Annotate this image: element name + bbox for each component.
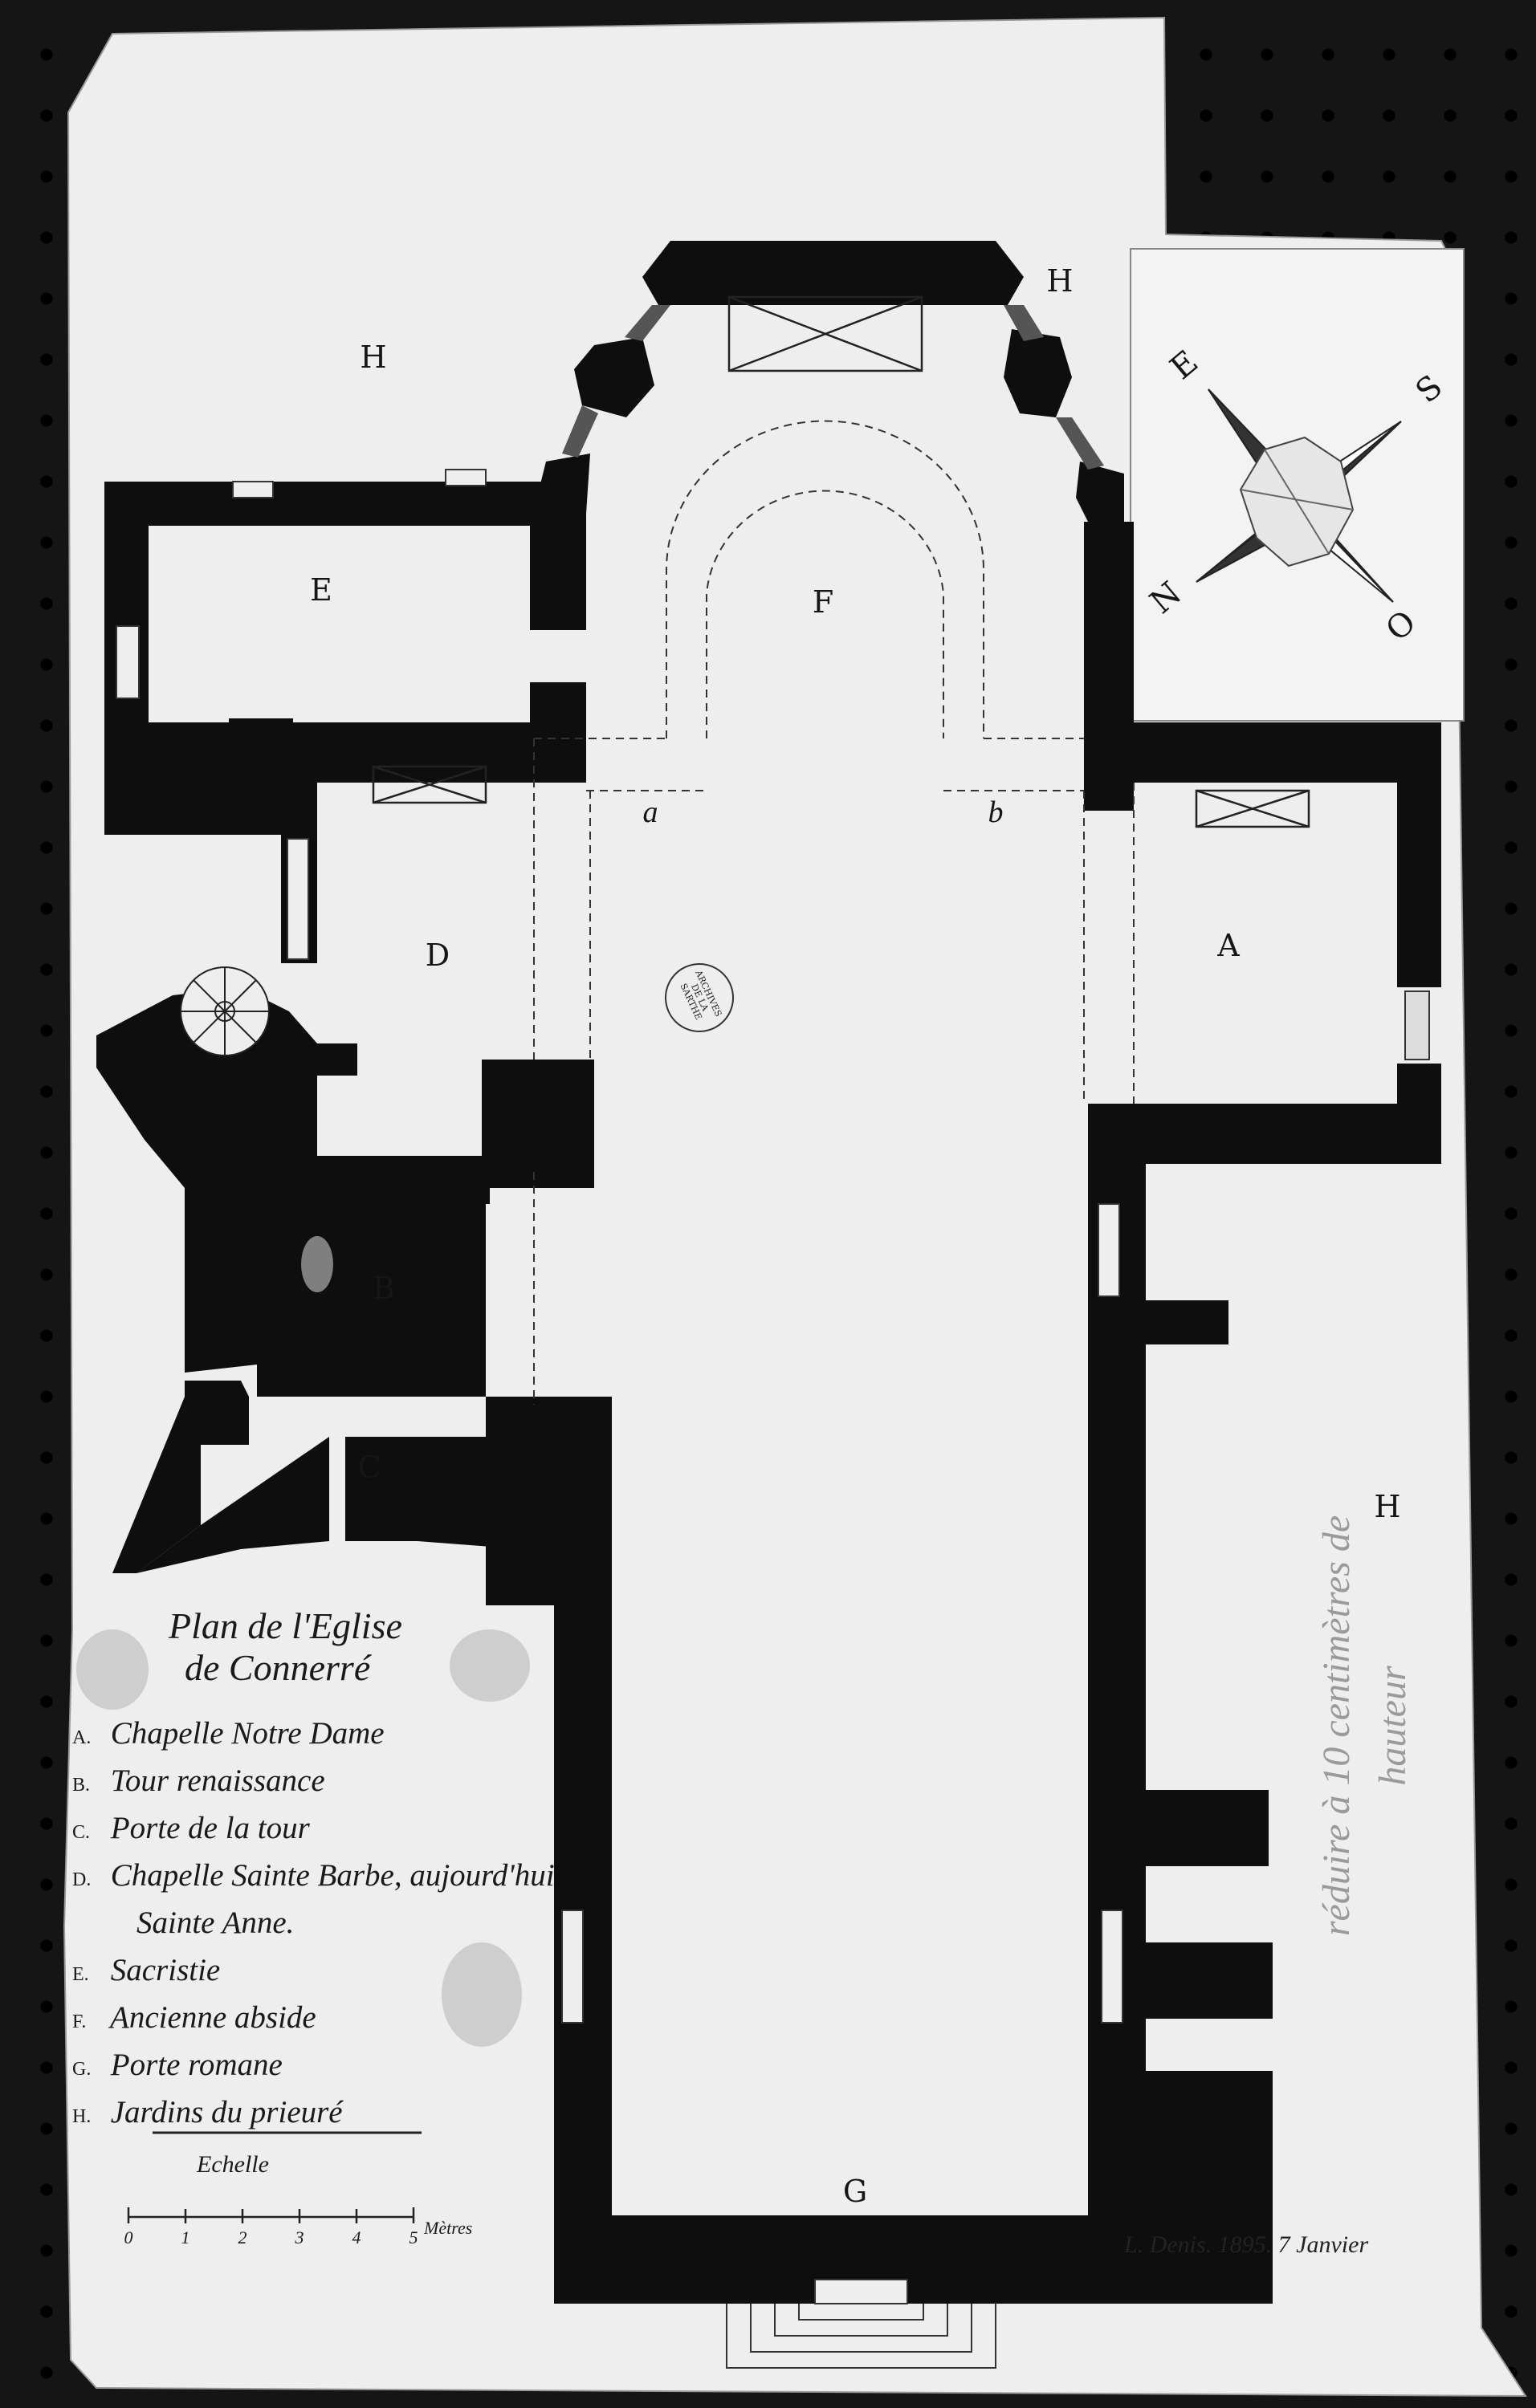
room-label-H-top-left: H [360, 340, 387, 375]
room-label-B: B [373, 1271, 395, 1306]
legend-text: Jardins du prieuré [110, 2095, 343, 2129]
scale-tick-label: 3 [295, 2227, 304, 2247]
pencil-note: réduire à 10 centimètres de hauteur [1315, 1515, 1414, 1937]
legend-text: Porte de la tour [110, 1811, 310, 1845]
scale-tick-label: 4 [352, 2227, 361, 2247]
legend-key: B. [72, 1775, 91, 1796]
legend-item: G. Porte romane [72, 2041, 555, 2089]
legend-text: Chapelle Notre Dame [110, 1716, 385, 1751]
scale-tick-label: 0 [124, 2227, 133, 2247]
ancient-apse-outline [533, 420, 1135, 1405]
legend-key: F. [72, 2011, 87, 2032]
room-label-H-top-right: H [1046, 263, 1074, 299]
portal-steps [726, 2279, 996, 2369]
legend-item: E. Sacristie [72, 1946, 555, 1994]
legend-item: F. Ancienne abside [72, 1994, 555, 2041]
legend-key: A. [72, 1727, 92, 1748]
compass-rose-icon [1196, 388, 1402, 603]
scale-tick-label: 2 [238, 2227, 247, 2247]
legend-text: Tour renaissance [110, 1763, 325, 1798]
window-openings [116, 469, 1430, 2024]
spiral-stair [180, 966, 270, 1056]
legend-text: Chapelle Sainte Barbe, aujourd'hui [110, 1858, 555, 1893]
room-label-A: A [1217, 928, 1240, 963]
legend-item: B. Tour renaissance [72, 1757, 555, 1804]
point-label-b: b [988, 795, 1004, 829]
room-label-C: C [357, 1450, 381, 1485]
legend-item: H. Jardins du prieuré [72, 2089, 555, 2136]
legend-item: C. Porte de la tour [72, 1804, 555, 1852]
legend-key: C. [72, 1822, 91, 1843]
legend-list: A. Chapelle Notre Dame B. Tour renaissan… [72, 1710, 555, 2136]
room-label-F: F [812, 584, 834, 620]
walls [96, 241, 1441, 2304]
legend-text: Ancienne abside [110, 2000, 316, 2035]
scale-unit: Mètres [424, 2218, 473, 2238]
scale-bar [127, 2207, 415, 2223]
scale-title: Echelle [197, 2151, 269, 2178]
room-label-H-east: H [1374, 1489, 1401, 1524]
legend-key: G. [72, 2059, 92, 2080]
legend-item: D. Chapelle Sainte Barbe, aujourd'hui [72, 1852, 555, 1899]
room-label-D: D [425, 938, 450, 973]
legend-key: E. [72, 1964, 89, 1985]
legend-item: A. Chapelle Notre Dame [72, 1710, 555, 1757]
room-label-G: G [842, 2174, 868, 2209]
legend-key: D. [72, 1869, 92, 1890]
room-label-E: E [310, 572, 332, 608]
legend-item: Sainte Anne. [72, 1899, 555, 1946]
legend-key: H. [72, 2106, 92, 2127]
scale-tick-label: 1 [181, 2227, 190, 2247]
legend-title: Plan de l'Eglise de Connerré [169, 1605, 402, 1689]
legend-title-line1: Plan de l'Eglise [169, 1605, 402, 1646]
legend-text: Sacristie [110, 1953, 221, 1987]
legend-text: Porte romane [110, 2048, 283, 2082]
signature: L. Denis. 1895. 7 Janvier [1124, 2231, 1369, 2258]
legend-title-line2: de Connerré [185, 1647, 371, 1688]
altars [372, 295, 1310, 828]
scale-tick-label: 5 [409, 2227, 418, 2247]
legend-text: Sainte Anne. [136, 1906, 295, 1940]
ink-stains [76, 1236, 530, 2047]
point-label-a: a [642, 795, 658, 829]
